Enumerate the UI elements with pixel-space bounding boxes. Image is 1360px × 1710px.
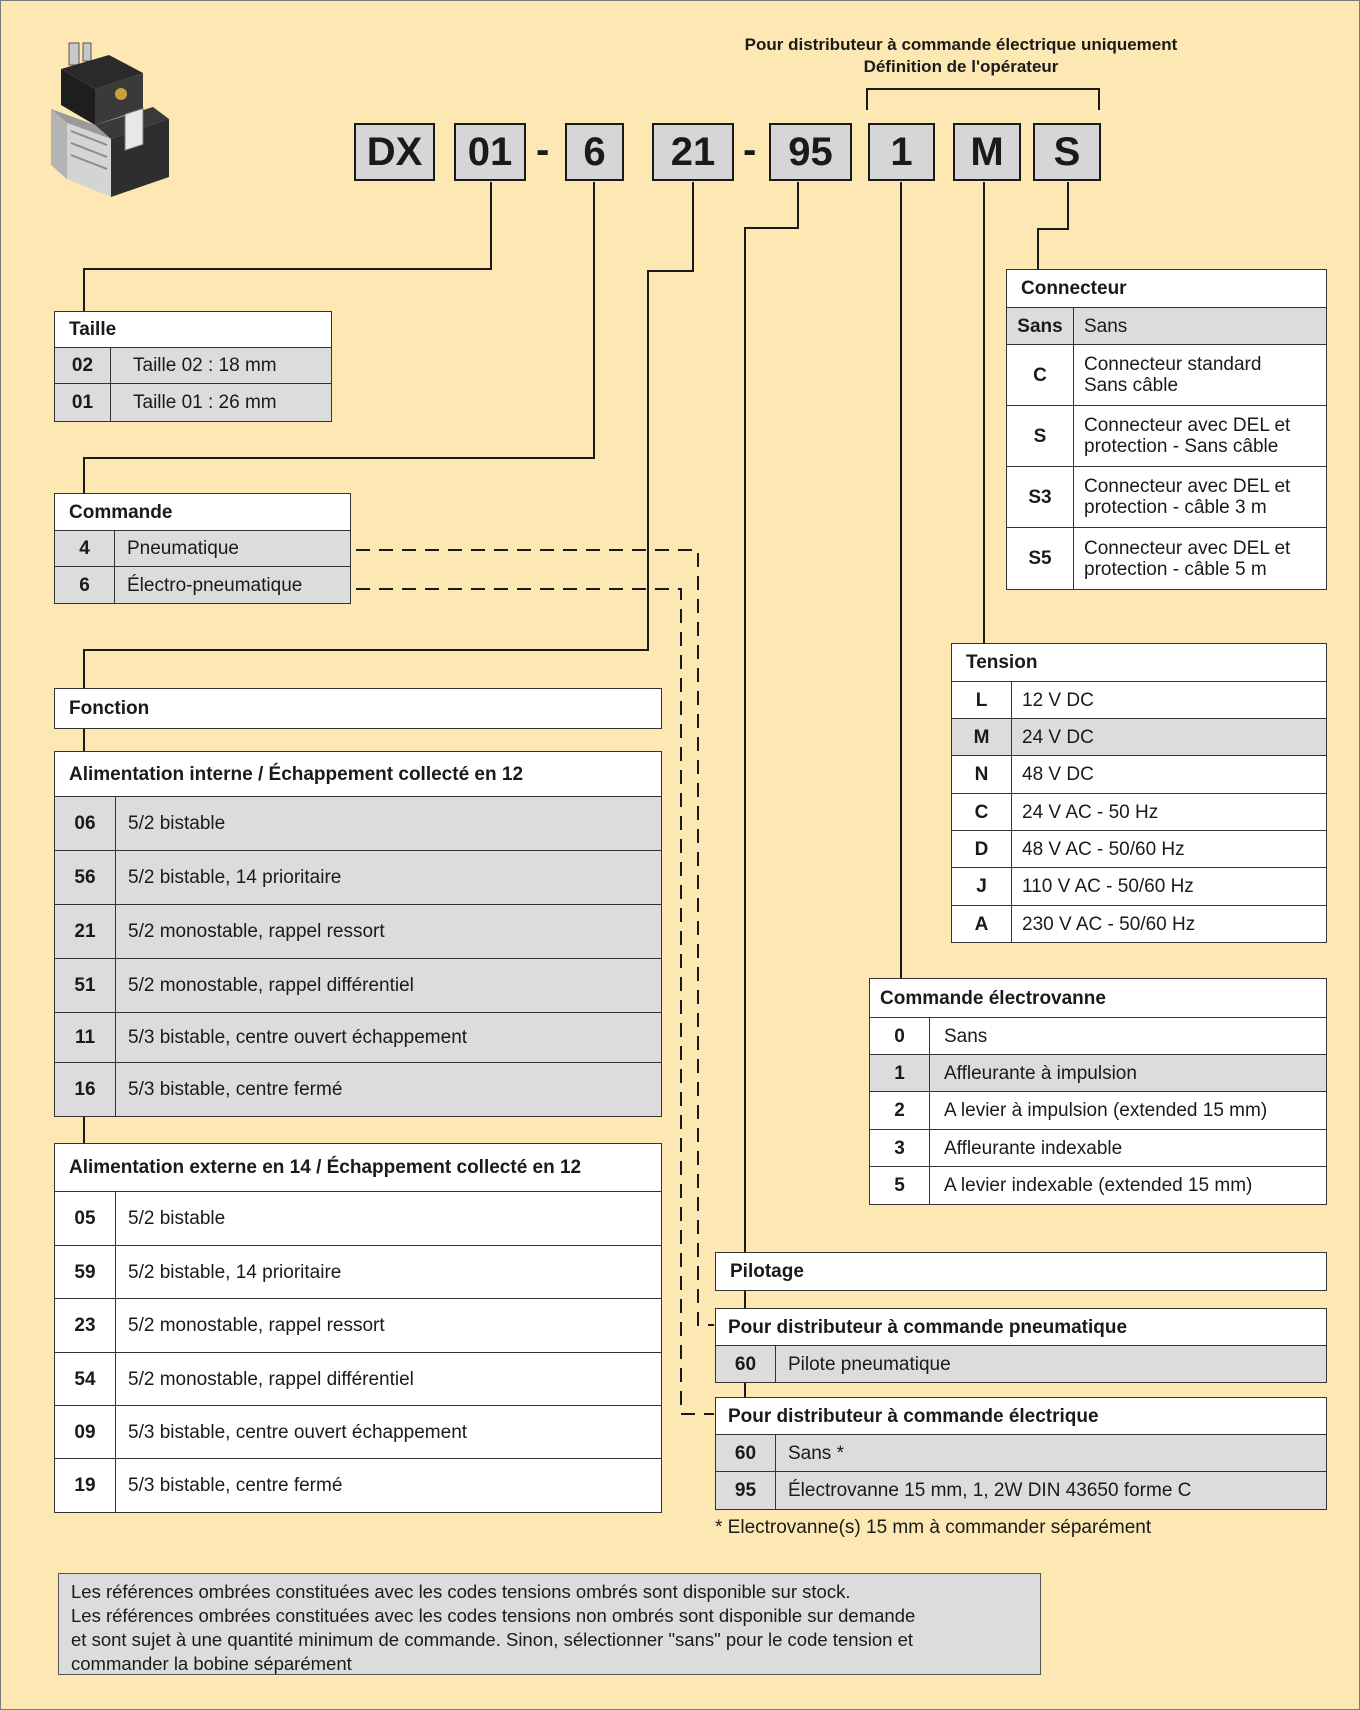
- table-row: 4 Pneumatique: [54, 530, 351, 567]
- table-title: Pour distributeur à commande pneumatique: [715, 1308, 1327, 1346]
- pilotage-electrique-table: Pour distributeur à commande électrique …: [715, 1397, 1327, 1510]
- header-line-2: Définition de l'opérateur: [863, 57, 1059, 76]
- table-title: Alimentation interne / Échappement colle…: [54, 751, 662, 797]
- code-part-connecteur: S: [1033, 123, 1101, 181]
- table-title: Pour distributeur à commande électrique: [715, 1397, 1327, 1435]
- table-title: Taille: [54, 311, 332, 348]
- header-line-1: Pour distributeur à commande électrique …: [744, 35, 1178, 54]
- table-title: Alimentation externe en 14 / Échappement…: [54, 1143, 662, 1192]
- code-part-series: DX: [354, 123, 435, 181]
- commande-table: Commande 4 Pneumatique 6 Électro-pneumat…: [54, 493, 351, 604]
- table-row: 01 Taille 01 : 26 mm: [54, 383, 332, 422]
- code-part-fonction: 21: [652, 123, 734, 181]
- code-separator: -: [743, 128, 757, 172]
- table-title: Connecteur: [1006, 269, 1327, 308]
- stock-note: Les références ombrées constituées avec …: [58, 1573, 1041, 1675]
- code-separator: -: [536, 128, 550, 172]
- code-part-tension: M: [953, 123, 1021, 181]
- valve-product-image: [51, 42, 169, 197]
- fonction-table: Fonction: [54, 688, 662, 729]
- footnote: * Electrovanne(s) 15 mm à commander sépa…: [715, 1517, 1152, 1538]
- code-part-taille: 01: [454, 123, 526, 181]
- table-title: Tension: [951, 643, 1327, 682]
- code-part-pilotage: 95: [769, 123, 852, 181]
- code-part-electrovanne: 1: [868, 123, 935, 181]
- table-title: Pilotage: [715, 1252, 1327, 1291]
- table-row: Sans Sans: [1006, 307, 1327, 345]
- connecteur-table: Connecteur Sans Sans C Connecteur standa…: [1006, 269, 1327, 590]
- table-title: Commande: [54, 493, 351, 531]
- table-row: 02 Taille 02 : 18 mm: [54, 347, 332, 384]
- table-row: 6 Électro-pneumatique: [54, 566, 351, 604]
- taille-table: Taille 02 Taille 02 : 18 mm 01 Taille 01…: [54, 311, 332, 422]
- pilotage-pneumatique-table: Pour distributeur à commande pneumatique…: [715, 1308, 1327, 1383]
- pilotage-table: Pilotage: [715, 1252, 1327, 1291]
- table-title: Commande électrovanne: [869, 978, 1327, 1018]
- fonction-interne-table: Alimentation interne / Échappement colle…: [54, 751, 662, 1117]
- code-part-commande: 6: [565, 123, 624, 181]
- fonction-externe-table: Alimentation externe en 14 / Échappement…: [54, 1143, 662, 1513]
- table-title: Fonction: [54, 688, 662, 729]
